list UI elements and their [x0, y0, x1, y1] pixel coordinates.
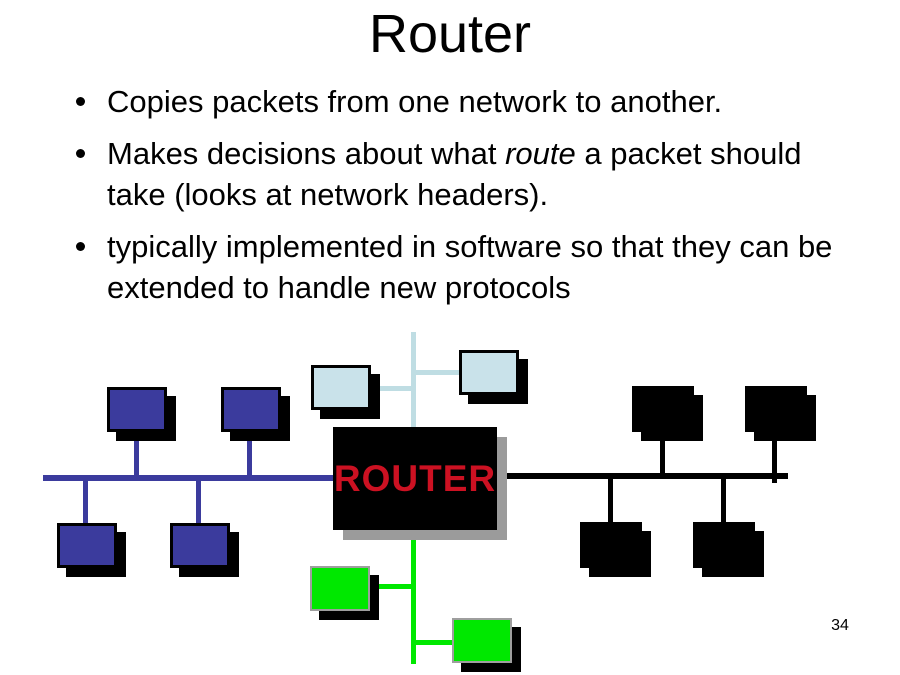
- workstation-icon: [310, 566, 379, 620]
- workstation-screen: [452, 618, 512, 663]
- slide-title: Router: [368, 4, 532, 64]
- black-drop-line: [721, 479, 726, 524]
- workstation-icon: [580, 522, 651, 577]
- workstation-icon: [452, 618, 521, 672]
- black-drop-line: [608, 479, 613, 524]
- workstation-icon: [632, 386, 703, 441]
- page-number: 34: [831, 617, 849, 634]
- bullet-dot: [76, 148, 85, 158]
- workstation-screen: [310, 566, 370, 611]
- bullet-item-2: Makes decisions about what route a packe…: [60, 134, 860, 216]
- blue-drop-line: [196, 480, 201, 525]
- bullet-dot: [76, 97, 85, 106]
- workstation-icon: [57, 523, 126, 577]
- workstation-icon: [745, 386, 816, 441]
- lightblue-stub-line: [369, 386, 413, 391]
- workstation-screen: [107, 387, 167, 432]
- bullet-dot: [76, 241, 85, 251]
- workstation-screen: [311, 365, 371, 410]
- blue-bus-line: [43, 475, 335, 481]
- workstation-screen: [745, 386, 807, 432]
- green-trunk-line: [411, 540, 416, 664]
- green-stub-line: [414, 640, 454, 645]
- bullet-item-3: typically implemented in software so tha…: [60, 227, 860, 309]
- workstation-icon: [311, 365, 380, 419]
- workstation-icon: [693, 522, 764, 577]
- bullet-text: typically implemented in software so tha…: [107, 228, 833, 305]
- bullet-text: Makes decisions about what route a packe…: [107, 135, 802, 212]
- black-drop-line: [772, 432, 777, 483]
- blue-drop-line: [83, 480, 88, 525]
- green-stub-line: [372, 584, 413, 589]
- workstation-screen: [632, 386, 694, 432]
- workstation-screen: [693, 522, 755, 568]
- bullet-item-1: Copies packets from one network to anoth…: [60, 82, 860, 123]
- black-drop-line: [660, 432, 665, 474]
- router-box: ROUTER: [333, 427, 497, 530]
- blue-drop-line: [134, 430, 139, 476]
- bullet-list: Copies packets from one network to anoth…: [60, 82, 860, 320]
- lightblue-stub-line: [414, 370, 461, 375]
- router-label: ROUTER: [333, 457, 497, 499]
- workstation-screen: [57, 523, 117, 568]
- workstation-screen: [459, 350, 519, 395]
- workstation-icon: [107, 387, 176, 441]
- black-bus-line: [497, 473, 788, 479]
- workstation-screen: [580, 522, 642, 568]
- blue-drop-line: [247, 430, 252, 476]
- bullet-text: Copies packets from one network to anoth…: [107, 84, 723, 119]
- workstation-icon: [221, 387, 290, 441]
- lightblue-trunk-line: [411, 332, 416, 427]
- workstation-screen: [221, 387, 281, 432]
- workstation-screen: [170, 523, 230, 568]
- workstation-icon: [170, 523, 239, 577]
- italic-word: route: [505, 135, 576, 171]
- workstation-icon: [459, 350, 528, 404]
